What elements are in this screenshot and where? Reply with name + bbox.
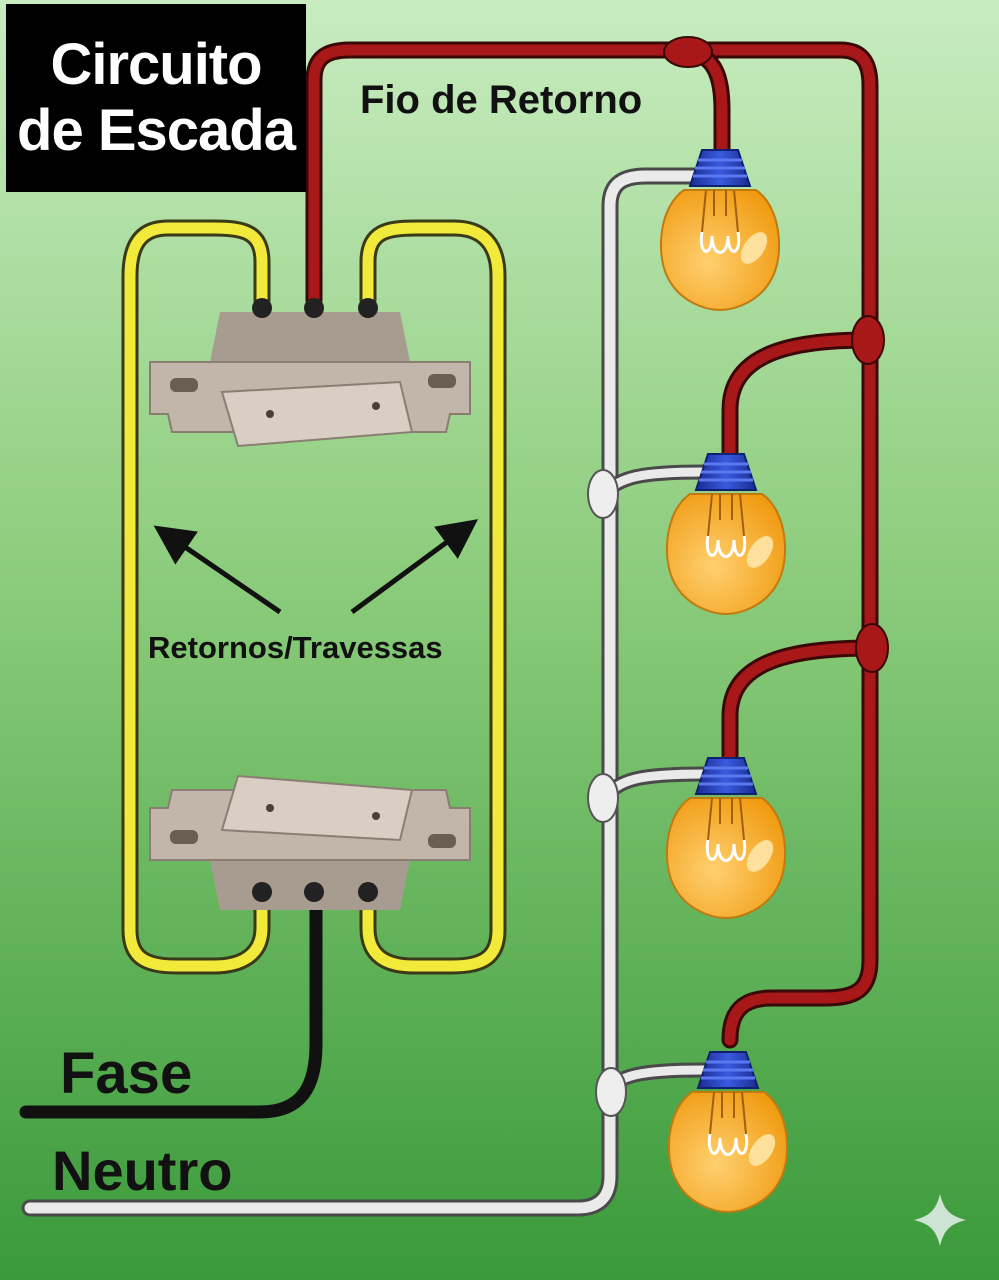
return-wire-label: Fio de Retorno bbox=[360, 78, 643, 122]
travellers-label: Retornos/Travessas bbox=[148, 630, 443, 665]
phase-wire bbox=[19, 889, 323, 1119]
neutral-splices bbox=[587, 469, 627, 1117]
three-way-switch-icon bbox=[149, 298, 471, 447]
title-line-1: Circuito bbox=[50, 31, 262, 97]
title-line-2: de Escada bbox=[17, 98, 296, 163]
neutral-label: Neutro bbox=[52, 1139, 233, 1202]
traveller-arrows bbox=[153, 519, 479, 615]
phase-label: Fase bbox=[60, 1041, 193, 1106]
return-splices bbox=[663, 36, 889, 673]
title-box: Circuito de Escada bbox=[6, 4, 306, 192]
sparkle-icon bbox=[914, 1194, 966, 1246]
three-way-switch-icon bbox=[149, 775, 471, 911]
traveller-wires bbox=[121, 219, 507, 975]
